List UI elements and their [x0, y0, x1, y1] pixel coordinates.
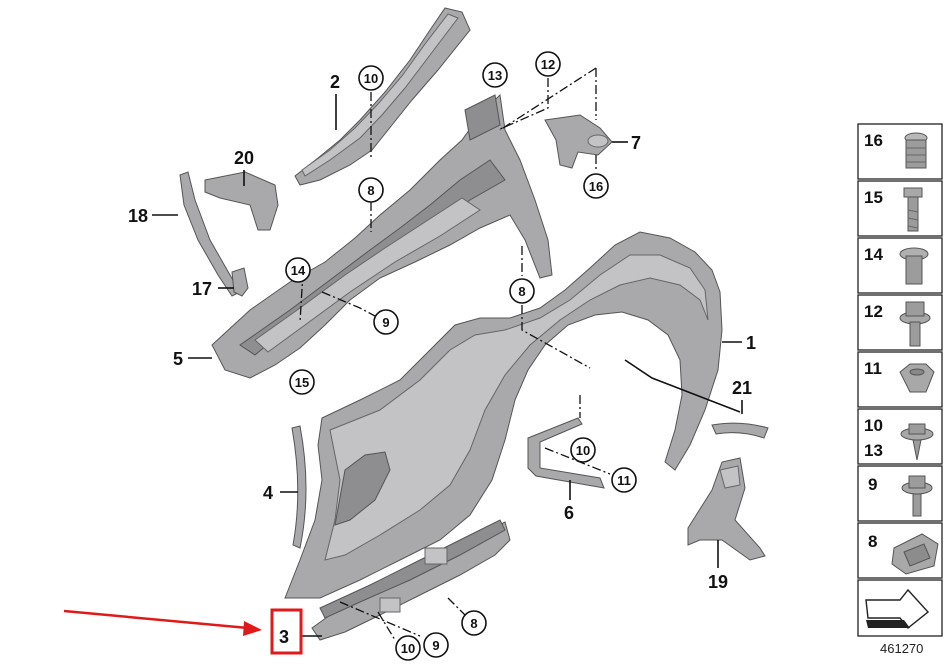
legend-item-14: 14	[857, 237, 943, 294]
circle-8-mid: 8	[509, 278, 535, 304]
circle-8-bottom: 8	[461, 610, 487, 636]
expansion-nut-icon	[899, 247, 929, 285]
document-number: 461270	[880, 641, 924, 656]
svg-text:12: 12	[864, 302, 883, 321]
svg-text:15: 15	[295, 375, 309, 390]
callout-20: 20	[234, 148, 254, 168]
legend-label-13: 13	[864, 441, 883, 460]
callout-2: 2	[330, 72, 340, 92]
circled-callouts: 10 13 12 8 16 14 8 9 15 10 11 8 10 9	[285, 51, 637, 661]
threaded-insert-icon	[904, 132, 928, 169]
callout-21: 21	[732, 378, 752, 398]
legend-label-10: 10	[864, 416, 883, 435]
callout-6: 6	[564, 503, 574, 523]
circle-13: 13	[482, 62, 508, 88]
circle-9-bottom: 9	[423, 632, 449, 658]
callout-5: 5	[173, 349, 183, 369]
part-2-pillar-trim	[294, 7, 471, 186]
circle-12: 12	[535, 51, 561, 77]
hex-nut-icon	[899, 363, 935, 393]
fastener-legend: 16 15 14	[857, 123, 943, 637]
svg-text:16: 16	[864, 131, 883, 150]
bolt-icon	[903, 187, 923, 232]
circle-10-bottom: 10	[395, 635, 421, 661]
svg-text:11: 11	[617, 473, 631, 488]
arrow-pointer-icon	[865, 588, 930, 629]
legend-item-15: 15	[857, 180, 943, 237]
svg-text:13: 13	[488, 68, 502, 83]
svg-text:14: 14	[864, 245, 883, 264]
part-callouts: 1 2 3 4 5 6 7 17 18 19 20 21	[128, 72, 756, 647]
legend-item-12: 12	[857, 294, 943, 351]
collar-screw-icon	[901, 475, 933, 517]
legend-item-arrow	[857, 579, 943, 637]
callout-19: 19	[708, 572, 728, 592]
svg-text:9: 9	[382, 315, 389, 330]
flange-bolt-icon	[899, 301, 931, 347]
part-20-bracket	[204, 171, 279, 231]
svg-text:16: 16	[589, 179, 603, 194]
part-1-side-panel	[284, 231, 723, 599]
leader-lines	[152, 94, 743, 637]
legend-item-16: 16	[857, 123, 943, 180]
svg-text:8: 8	[470, 616, 477, 631]
part-19-bracket	[687, 457, 766, 561]
part-4-edge-seal	[291, 425, 307, 549]
callout-18: 18	[128, 206, 148, 226]
svg-text:12: 12	[541, 57, 555, 72]
circle-16: 16	[583, 173, 609, 199]
part-7-bracket	[544, 114, 613, 169]
svg-text:9: 9	[432, 638, 439, 653]
part-21-strip	[711, 422, 769, 439]
red-arrow-line	[63, 609, 249, 630]
circle-8-top: 8	[358, 177, 384, 203]
svg-text:15: 15	[864, 188, 883, 207]
legend-item-10-13: 10 13	[857, 408, 943, 465]
callout-1: 1	[746, 333, 756, 353]
circle-9-mid: 9	[373, 309, 399, 335]
part-17-clip	[231, 267, 249, 297]
clip-nut-icon	[891, 533, 939, 575]
callout-17: 17	[192, 279, 212, 299]
part-6-bracket	[527, 417, 605, 489]
callout-4: 4	[263, 483, 273, 503]
svg-text:8: 8	[367, 183, 374, 198]
svg-text:8: 8	[868, 532, 877, 551]
svg-text:10: 10	[364, 71, 378, 86]
highlight-annotation	[63, 608, 303, 655]
callout-3: 3	[279, 627, 289, 647]
svg-text:10: 10	[576, 443, 590, 458]
washer-screw-icon	[900, 423, 934, 461]
part-5-inner-panel	[211, 93, 553, 379]
svg-text:10: 10	[401, 641, 415, 656]
red-highlight-box	[270, 608, 303, 655]
svg-text:9: 9	[868, 475, 877, 494]
callout-7: 7	[631, 133, 641, 153]
circle-11: 11	[611, 467, 637, 493]
circle-10-bracket: 10	[570, 437, 596, 463]
legend-item-11: 11	[857, 351, 943, 408]
circle-14: 14	[285, 257, 311, 283]
svg-text:11: 11	[864, 359, 882, 378]
red-arrow-head-icon	[243, 621, 262, 636]
legend-item-9: 9	[857, 465, 943, 522]
svg-text:8: 8	[518, 284, 525, 299]
legend-item-8: 8	[857, 522, 943, 579]
svg-text:14: 14	[291, 263, 306, 278]
circle-10-top: 10	[358, 65, 384, 91]
circle-15: 15	[289, 369, 315, 395]
